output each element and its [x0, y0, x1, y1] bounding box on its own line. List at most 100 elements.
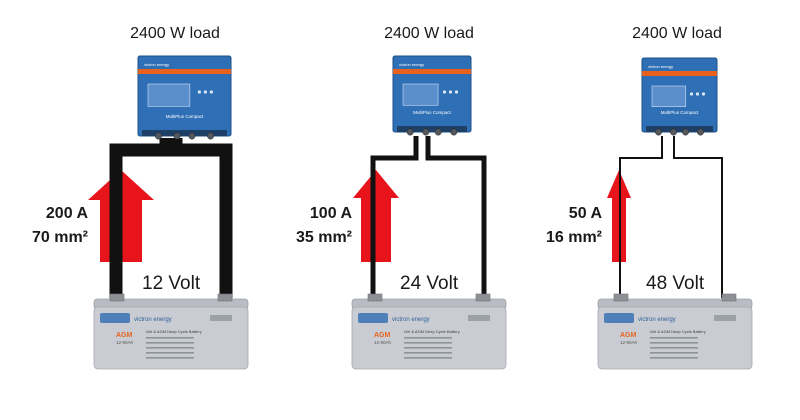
battery-terminal-negative-48v	[613, 293, 629, 302]
positive-cable-24v	[425, 136, 487, 298]
battery-spec-12v: 12-90Ah	[116, 340, 134, 345]
inverter-led-12v	[209, 90, 213, 94]
inverter-gland-48v	[682, 128, 689, 136]
battery-spec-line-48v	[650, 337, 698, 339]
inverter-led-48v	[701, 92, 706, 96]
inverter-base-12v	[142, 130, 227, 136]
voltage-label-12v: 12 Volt	[142, 273, 201, 294]
inverter-orange-band-12v	[138, 69, 231, 74]
battery-type-24v: AGM	[374, 332, 391, 339]
load-label-24v: 2400 W load	[384, 25, 474, 42]
battery-cert-12v	[210, 315, 232, 321]
battery-spec-line-48v	[650, 357, 698, 359]
inverter-led-12v	[203, 90, 207, 94]
positive-cable-12v	[169, 138, 233, 298]
current-arrow-24v	[353, 170, 399, 262]
negative-cable-24v	[370, 136, 419, 298]
inverter-led-48v	[689, 92, 694, 96]
cable-label-48v: 16 mm²	[545, 229, 602, 246]
battery-brand-24v: victron energy	[392, 317, 430, 323]
current-label-48v: 50 A	[568, 205, 602, 222]
inverter-model-24v: MultiPlus Compact	[413, 110, 451, 115]
inverter-panel-12v	[147, 83, 191, 107]
battery-spec-line-48v	[650, 347, 698, 349]
battery-title-12v: Gel & AGM Deep Cycle Battery	[146, 329, 202, 334]
battery-title-24v: Gel & AGM Deep Cycle Battery	[404, 329, 460, 334]
inverter-orange-band-24v	[393, 69, 471, 74]
inverter-led-24v	[454, 90, 459, 94]
load-label-48v: 2400 W load	[632, 25, 722, 42]
battery-spec-48v: 12-90Ah	[620, 340, 638, 345]
battery-brand-48v: victron energy	[638, 317, 676, 323]
battery-logo-24v	[358, 313, 388, 323]
battery-brand-12v: victron energy	[134, 317, 172, 323]
battery-terminal-positive-48v	[721, 293, 737, 302]
battery-spec-24v: 12-90Ah	[374, 340, 392, 345]
battery-spec-line-24v	[404, 337, 452, 339]
inverter-gland-12v	[188, 132, 196, 140]
inverter-panel-24v	[402, 83, 439, 106]
inverter-gland-24v	[422, 128, 430, 136]
inverter-model-48v: MultiPlus Compact	[661, 110, 699, 115]
inverter-12v: MultiPlus Compact victron energy	[137, 55, 232, 140]
battery-spec-line-12v	[146, 347, 194, 349]
battery-type-12v: AGM	[116, 332, 133, 339]
battery-spec-line-48v	[650, 342, 698, 344]
inverter-gland-24v	[434, 128, 442, 136]
inverter-gland-48v	[655, 128, 662, 136]
inverter-brand-12v: victron energy	[144, 62, 169, 67]
negative-cable-48v	[619, 136, 663, 298]
inverter-led-24v	[448, 90, 453, 94]
inverter-base-24v	[397, 126, 467, 132]
inverter-led-24v	[442, 90, 447, 94]
inverter-panel-48v	[651, 85, 687, 108]
battery-cert-48v	[714, 315, 736, 321]
inverter-orange-band-48v	[642, 71, 717, 76]
battery-cert-24v	[468, 315, 490, 321]
battery-spec-line-24v	[404, 347, 452, 349]
inverter-gland-12v	[207, 132, 214, 140]
battery-spec-line-48v	[650, 352, 698, 354]
battery-spec-line-12v	[146, 342, 194, 344]
inverter-led-48v	[695, 92, 700, 96]
inverter-model-12v: MultiPlus Compact	[166, 114, 204, 119]
inverter-gland-12v	[173, 132, 181, 140]
positive-cable-48v	[673, 136, 723, 298]
voltage-label-48v: 48 Volt	[646, 273, 705, 294]
inverter-brand-24v: victron energy	[399, 62, 424, 67]
voltage-label-24v: 24 Volt	[400, 273, 459, 294]
inverter-48v: MultiPlus Compact victron energy	[641, 57, 718, 136]
inverter-gland-48v	[697, 128, 704, 136]
battery-spec-line-24v	[404, 342, 452, 344]
current-label-12v: 200 A	[45, 205, 88, 222]
battery-terminal-positive-24v	[475, 293, 491, 302]
inverter-brand-48v: victron energy	[648, 64, 673, 69]
battery-terminal-negative-24v	[367, 293, 383, 302]
battery-terminal-positive-12v	[217, 293, 233, 302]
battery-spec-line-12v	[146, 357, 194, 359]
battery-terminal-negative-12v	[109, 293, 125, 302]
inverter-gland-24v	[406, 128, 414, 136]
load-label-12v: 2400 W load	[130, 25, 220, 42]
inverter-24v: MultiPlus Compact victron energy	[392, 55, 472, 136]
inverter-gland-24v	[450, 128, 458, 136]
inverter-gland-48v	[670, 128, 677, 136]
current-label-24v: 100 A	[309, 205, 352, 222]
inverter-gland-12v	[155, 132, 162, 140]
inverter-base-48v	[646, 126, 713, 132]
battery-logo-12v	[100, 313, 130, 323]
battery-spec-line-12v	[146, 352, 194, 354]
cable-label-24v: 35 mm²	[295, 229, 352, 246]
negative-cable-12v	[109, 138, 173, 298]
battery-spec-line-24v	[404, 352, 452, 354]
battery-type-48v: AGM	[620, 332, 637, 339]
battery-title-48v: Gel & AGM Deep Cycle Battery	[650, 329, 706, 334]
